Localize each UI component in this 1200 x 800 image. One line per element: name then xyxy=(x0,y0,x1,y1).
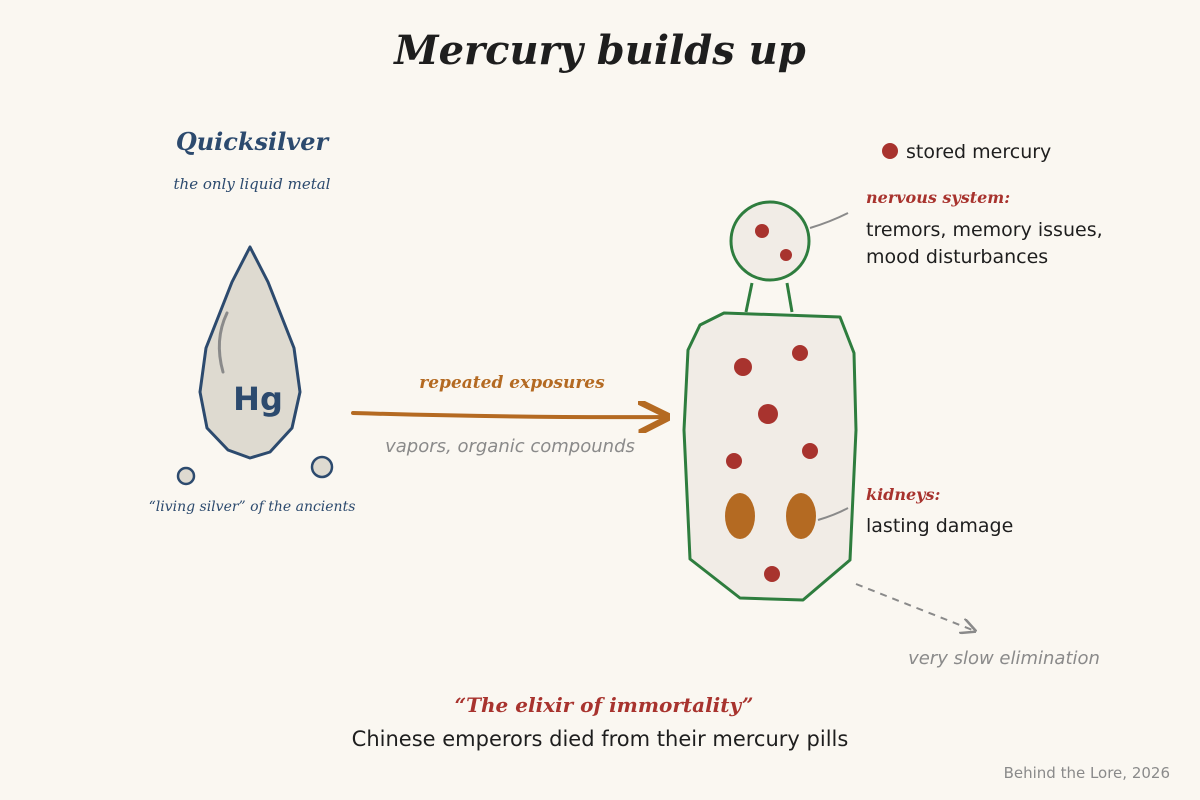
quicksilver-caption: “living silver” of the ancients xyxy=(149,499,356,515)
legend-dot xyxy=(882,143,898,159)
droplet-small-right xyxy=(310,455,334,479)
mercury-drop: Hg xyxy=(198,245,302,460)
quicksilver-subheading: the only liquid metal xyxy=(174,175,331,193)
nervous-system-line-2: mood disturbances xyxy=(866,246,1048,268)
arrow-label-bottom: vapors, organic compounds xyxy=(385,436,635,457)
neck-right xyxy=(785,282,794,313)
mercury-deposit-body xyxy=(734,358,752,376)
diagram-title: Mercury builds up xyxy=(392,27,805,74)
nervous-leader-line xyxy=(809,212,849,229)
footer-note: Chinese emperors died from their mercury… xyxy=(352,727,849,751)
kidneys-line-1: lasting damage xyxy=(866,515,1013,537)
mercury-deposit-body xyxy=(758,404,778,424)
human-figure xyxy=(682,200,858,602)
torso-outline xyxy=(682,311,858,602)
neck-left xyxy=(744,282,754,313)
drop-highlight xyxy=(217,311,229,374)
head-outline xyxy=(729,200,811,282)
mercury-deposit-body xyxy=(792,345,808,361)
mercury-deposit-body xyxy=(726,453,742,469)
legend-label: stored mercury xyxy=(906,141,1051,163)
quicksilver-heading: Quicksilver xyxy=(176,127,331,156)
nervous-system-line-1: tremors, memory issues, xyxy=(866,219,1103,241)
credit: Behind the Lore, 2026 xyxy=(1004,764,1170,782)
exposure-arrow xyxy=(351,413,667,417)
drop-shape xyxy=(198,245,302,460)
elimination-label: very slow elimination xyxy=(908,648,1100,669)
mercury-deposit-head xyxy=(755,224,769,238)
mercury-deposit-head xyxy=(780,249,792,261)
nervous-system-title: nervous system: xyxy=(866,188,1010,207)
hg-symbol: Hg xyxy=(233,380,283,418)
footer-quote: “The elixir of immortality” xyxy=(455,693,754,717)
mercury-deposit-body xyxy=(764,566,780,582)
kidneys-title: kidneys: xyxy=(866,485,940,504)
kidneys-leader-line xyxy=(817,507,849,521)
kidney-left xyxy=(725,493,755,539)
mercury-deposit-body xyxy=(802,443,818,459)
kidney-right xyxy=(786,493,816,539)
elimination-arrow xyxy=(855,583,975,631)
arrow-label-top: repeated exposures xyxy=(419,373,605,393)
droplet-small-left xyxy=(176,466,196,486)
